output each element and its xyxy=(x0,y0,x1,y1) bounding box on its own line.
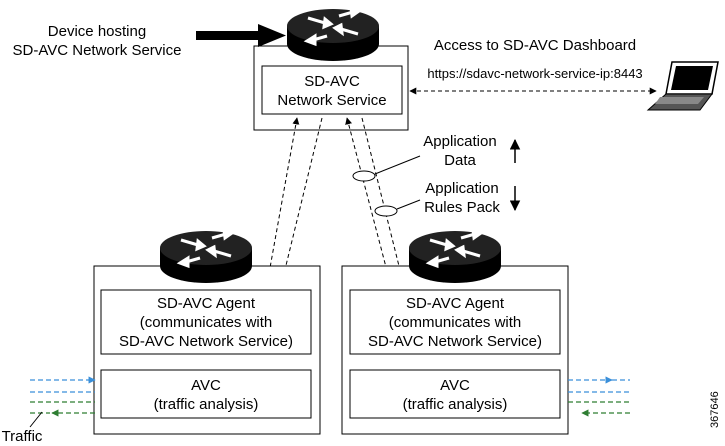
dashboard-access-label: Access to SD-AVC Dashboard xyxy=(434,37,636,54)
router-icon xyxy=(285,6,381,63)
traffic-label: Traffic xyxy=(2,428,43,445)
rules-pack-label-1: Application xyxy=(425,180,498,197)
left-avc-box xyxy=(100,369,312,419)
right-avc-label-1: AVC xyxy=(440,377,470,394)
right-agent-label-2: (communicates with xyxy=(389,314,522,331)
laptop-icon xyxy=(646,61,719,111)
device-hosting-label-2: SD-AVC Network Service xyxy=(13,42,182,59)
dashboard-url: https://sdavc-network-service-ip:8443 xyxy=(427,66,642,81)
right-traffic-lines xyxy=(568,376,630,417)
rules-channel-marker xyxy=(374,205,398,217)
application-data-label-2: Data xyxy=(444,152,476,169)
router-icon xyxy=(158,228,254,285)
data-channel-marker xyxy=(352,170,376,182)
right-agent-label-1: SD-AVC Agent xyxy=(406,295,505,312)
rules-label-leader xyxy=(396,199,421,210)
traffic-label-leader xyxy=(29,411,43,428)
right-agent-link-b xyxy=(361,117,406,291)
data-label-leader xyxy=(374,155,421,175)
application-data-label-1: Application xyxy=(423,133,496,150)
network-service-label-1: SD-AVC xyxy=(304,73,360,90)
left-agent-link-b xyxy=(279,117,323,291)
left-agent-box xyxy=(100,289,312,355)
device-hosting-label-1: Device hosting xyxy=(48,23,146,40)
left-agent-label-2: (communicates with xyxy=(140,314,273,331)
router-icon xyxy=(407,228,503,285)
left-agent-label-3: SD-AVC Network Service) xyxy=(119,333,293,350)
right-avc-box xyxy=(349,369,561,419)
right-agent-label-3: SD-AVC Network Service) xyxy=(368,333,542,350)
right-agent-link-a xyxy=(345,117,394,291)
left-agent-label-1: SD-AVC Agent xyxy=(157,295,256,312)
pointer-arrow xyxy=(196,24,286,47)
left-agent-link-a xyxy=(263,117,300,291)
rules-pack-label-2: Rules Pack xyxy=(424,199,500,216)
network-service-label-2: Network Service xyxy=(277,92,386,109)
right-agent-box xyxy=(349,289,561,355)
right-avc-label-2: (traffic analysis) xyxy=(403,396,508,413)
left-traffic-lines xyxy=(30,376,96,417)
left-avc-label-1: AVC xyxy=(191,377,221,394)
left-avc-label-2: (traffic analysis) xyxy=(154,396,259,413)
figure-id: 367646 xyxy=(709,391,721,428)
network-service-box xyxy=(261,65,403,115)
